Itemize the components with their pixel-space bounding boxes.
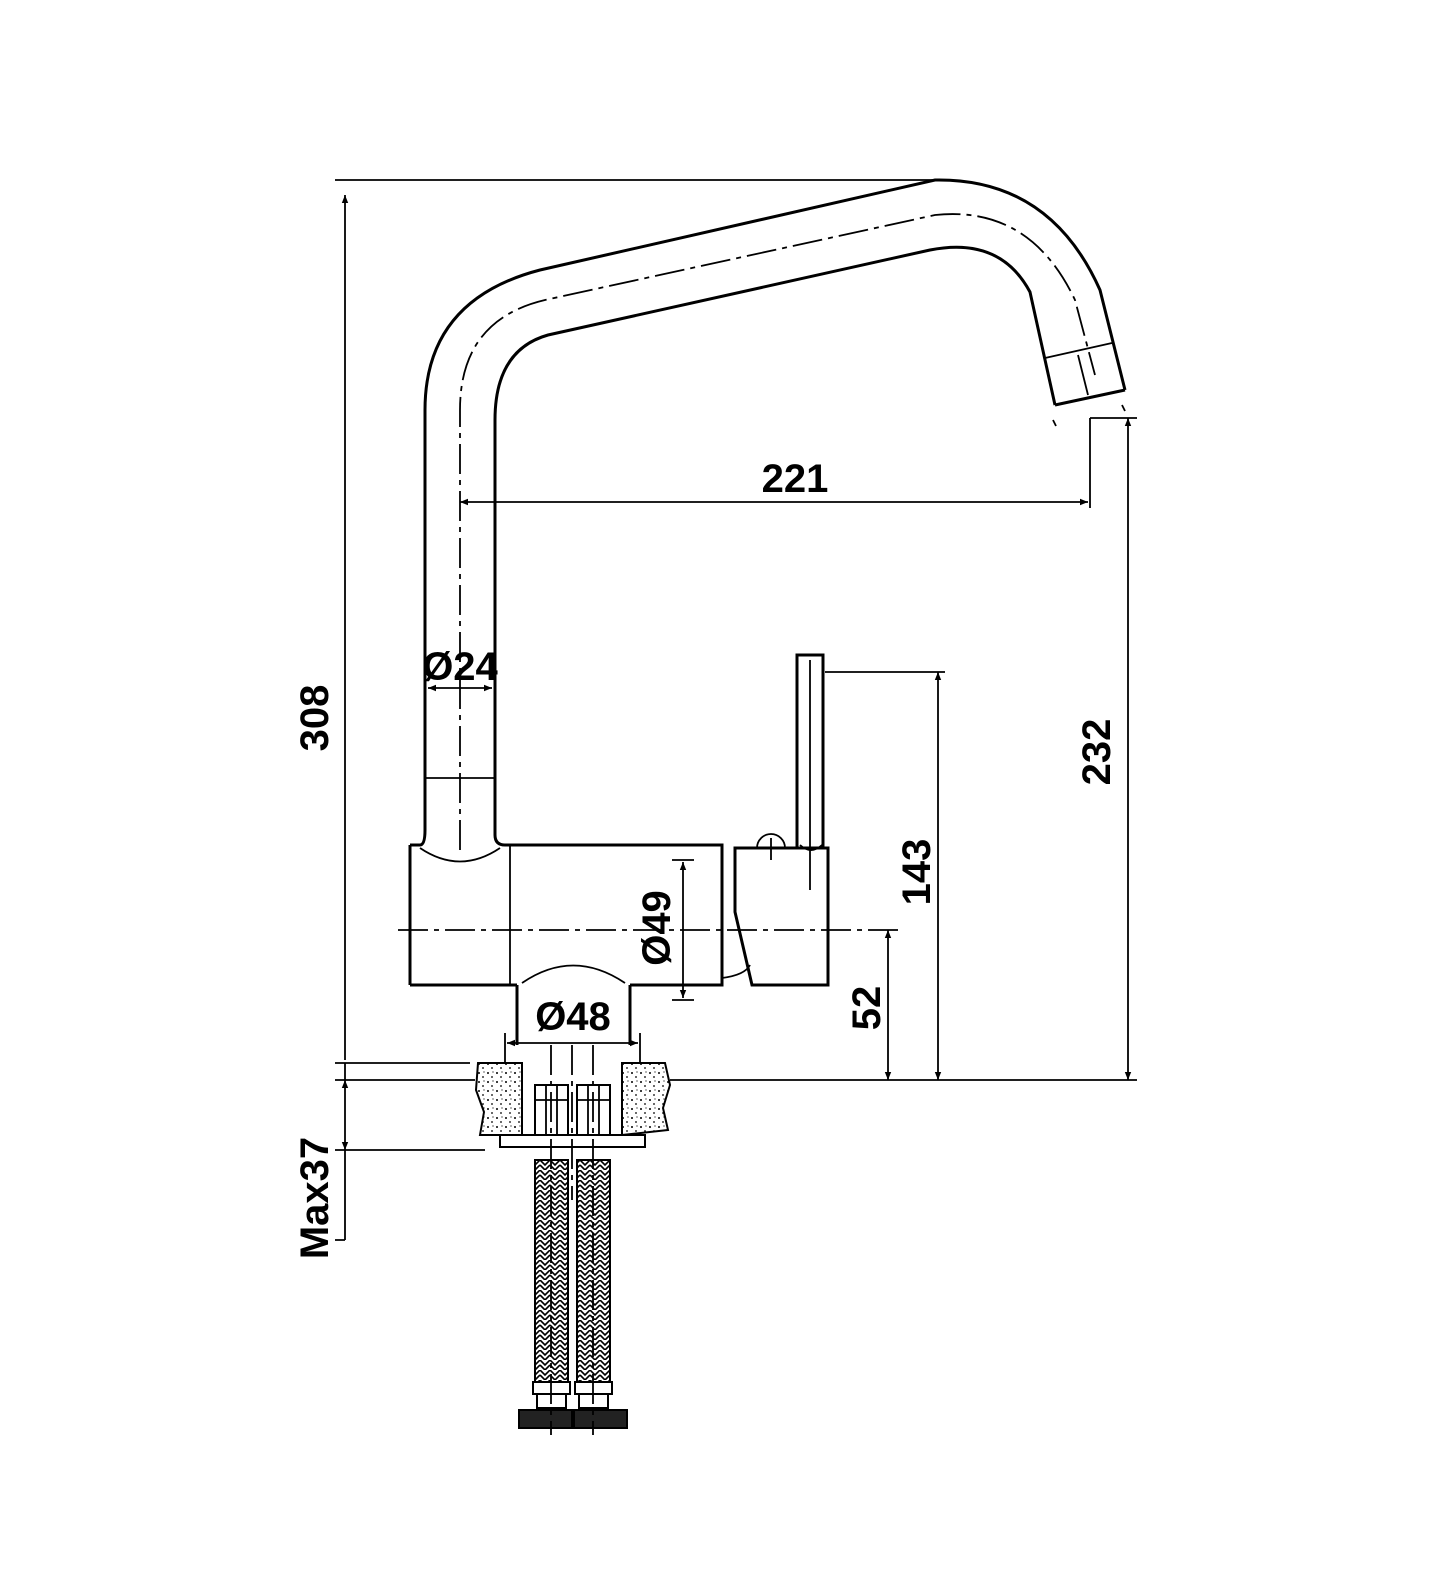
dimension-base-diameter: Ø48 — [535, 995, 611, 1039]
dimension-total-height: 308 — [293, 685, 337, 752]
dimension-spout-tube-diameter: Ø24 — [422, 645, 498, 689]
faucet-body — [398, 653, 900, 987]
dimension-max-countertop-thickness: Max37 — [293, 1137, 337, 1259]
base-neck — [515, 964, 632, 1045]
dimension-spout-reach: 221 — [762, 457, 829, 501]
dimension-handle-height: 143 — [895, 839, 939, 906]
countertop — [335, 1062, 1137, 1151]
supply-hoses — [518, 1045, 628, 1435]
spout — [423, 178, 1127, 850]
dimension-lines — [335, 179, 1137, 1241]
dimension-body-axis-height: 52 — [845, 986, 889, 1031]
dimension-body-diameter: Ø49 — [635, 890, 679, 966]
dimension-spout-outlet-height: 232 — [1075, 719, 1119, 786]
